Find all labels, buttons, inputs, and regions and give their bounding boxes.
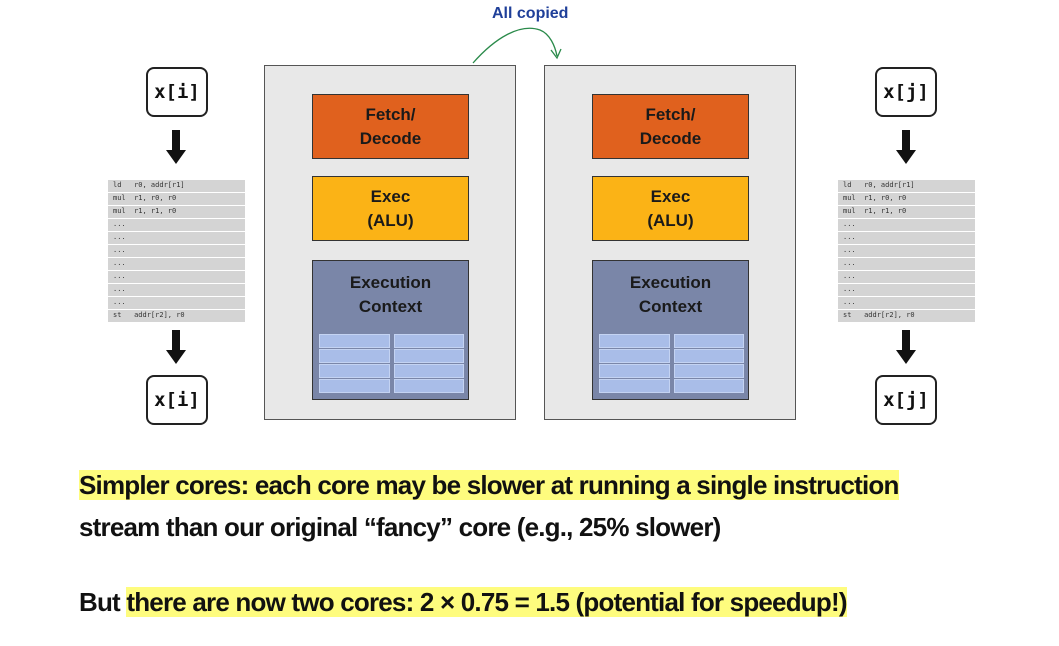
instruction-row: ...	[108, 284, 245, 296]
instruction-stream-right: ld r0, addr[r1] mul r1, r0, r0 mul r1, r…	[838, 180, 975, 323]
down-arrow-icon	[896, 130, 916, 166]
ctx-label-line1: Execution	[629, 273, 712, 292]
statement-text: stream than our original “fancy” core (e…	[79, 512, 721, 542]
statement-prefix: But	[79, 587, 127, 617]
all-copied-label: All copied	[492, 5, 569, 22]
ctx-label-line2: Context	[638, 297, 703, 316]
exec-alu-unit: Exec (ALU)	[592, 176, 749, 241]
register-file	[319, 334, 464, 393]
statement-line-3: But there are now two cores: 2 × 0.75 = …	[79, 587, 847, 618]
fetch-label-line2: Decode	[359, 128, 422, 148]
instruction-row: ...	[838, 232, 975, 244]
instruction-row: ...	[838, 271, 975, 283]
down-arrow-icon	[896, 330, 916, 366]
input-data-box-left: x[i]	[146, 67, 208, 117]
input-data-box-right: x[j]	[875, 67, 937, 117]
ctx-label-line2: Context	[358, 297, 423, 316]
instruction-row: ...	[838, 245, 975, 257]
instruction-row: ...	[108, 271, 245, 283]
statement-line-1: Simpler cores: each core may be slower a…	[79, 470, 899, 501]
fetch-decode-unit: Fetch/Decode	[592, 94, 749, 159]
exec-alu-unit: Exec (ALU)	[312, 176, 469, 241]
down-arrow-icon	[166, 330, 186, 366]
instruction-row: mul r1, r0, r0	[108, 193, 245, 205]
highlighted-text: there are now two cores: 2 × 0.75 = 1.5 …	[126, 587, 847, 617]
instruction-row: ...	[838, 258, 975, 270]
instruction-row: ...	[838, 297, 975, 309]
fetch-label-line1: Fetch/	[645, 104, 696, 124]
highlighted-text: Simpler cores: each core may be slower a…	[79, 470, 899, 500]
instruction-row: mul r1, r1, r0	[108, 206, 245, 218]
instruction-row: ...	[108, 232, 245, 244]
copy-arrow	[472, 27, 562, 64]
fetch-label-line1: Fetch/	[365, 104, 416, 124]
instruction-row: st addr[r2], r0	[838, 310, 975, 322]
output-data-box-left: x[i]	[146, 375, 208, 425]
instruction-row: ...	[108, 258, 245, 270]
ctx-label-line1: Execution	[349, 273, 432, 292]
down-arrow-icon	[166, 130, 186, 166]
instruction-row: ...	[838, 219, 975, 231]
register-file	[599, 334, 744, 393]
instruction-row: ...	[108, 219, 245, 231]
instruction-row: ...	[108, 297, 245, 309]
instruction-row: ...	[838, 284, 975, 296]
instruction-row: ...	[108, 245, 245, 257]
instruction-stream-left: ld r0, addr[r1] mul r1, r0, r0 mul r1, r…	[108, 180, 245, 323]
fetch-decode-unit: Fetch/Decode	[312, 94, 469, 159]
exec-label-line1: Exec	[650, 186, 691, 206]
exec-label-line1: Exec	[370, 186, 411, 206]
exec-label-line2: (ALU)	[647, 210, 694, 230]
output-data-box-right: x[j]	[875, 375, 937, 425]
instruction-row: st addr[r2], r0	[108, 310, 245, 322]
exec-label-line2: (ALU)	[367, 210, 414, 230]
instruction-row: mul r1, r0, r0	[838, 193, 975, 205]
statement-line-2: stream than our original “fancy” core (e…	[79, 512, 721, 543]
instruction-row: mul r1, r1, r0	[838, 206, 975, 218]
instruction-row: ld r0, addr[r1]	[108, 180, 245, 192]
instruction-row: ld r0, addr[r1]	[838, 180, 975, 192]
fetch-label-line2: Decode	[639, 128, 702, 148]
